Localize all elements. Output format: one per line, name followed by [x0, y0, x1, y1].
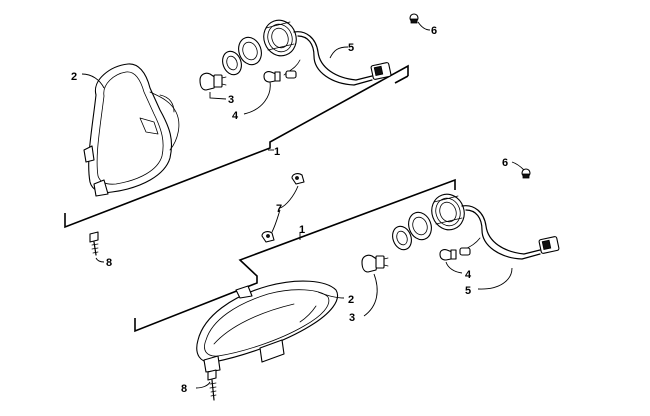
leader-upper-7 [271, 185, 299, 233]
leader-upper-8 [95, 257, 105, 263]
upper-small-bulb-icon [263, 71, 281, 83]
callout-upper-4: 4 [232, 110, 239, 122]
callout-lower-4: 4 [465, 269, 472, 281]
leader-lower-8 [195, 381, 211, 389]
upper-bulb-icon [199, 72, 227, 91]
upper-headlight-group: 2 3 4 5 6 7 8 1 [64, 13, 437, 269]
callout-lower-3: 3 [349, 312, 355, 324]
callout-upper-2: 2 [71, 71, 77, 83]
leader-lower-4 [445, 261, 463, 274]
leader-upper-6 [417, 21, 431, 31]
lower-screw-8-icon [207, 369, 217, 401]
callout-lower-1: 1 [299, 224, 305, 236]
lower-wire-harness-icon [459, 205, 560, 260]
lower-headlight-housing-icon [196, 280, 338, 373]
callout-lower-5: 5 [465, 285, 471, 297]
callout-7: 7 [276, 203, 282, 215]
callout-upper-5: 5 [348, 42, 354, 54]
callout-upper-1: 1 [274, 146, 280, 158]
upper-assembly-bracket [64, 64, 409, 229]
lower-socket-rings-icon [392, 193, 465, 251]
leader-upper-2 [81, 73, 105, 89]
lower-screw-6-icon [521, 168, 531, 179]
callout-upper-6: 6 [431, 25, 437, 37]
leader-upper-3 [209, 92, 227, 100]
callout-upper-3: 3 [228, 94, 234, 106]
upper-bracket-end [394, 75, 409, 84]
leader-lower-5 [477, 267, 513, 290]
leader-lower-3 [363, 273, 378, 317]
leader-upper-4 [243, 81, 271, 115]
lower-assembly-bracket [134, 178, 456, 333]
upper-socket-rings-icon [222, 19, 297, 76]
callout-lower-2: 2 [348, 294, 354, 306]
upper-headlight-housing-icon [83, 63, 180, 197]
upper-wire-harness-icon [283, 31, 392, 86]
upper-screw-8-icon [89, 231, 99, 256]
leader-lower-2 [317, 291, 345, 299]
lower-bulb-icon [361, 254, 389, 273]
clip-7-icon [261, 173, 305, 243]
callout-lower-8: 8 [181, 383, 187, 395]
leader-upper-5 [329, 46, 349, 59]
upper-screw-6-icon [409, 13, 419, 24]
callout-lower-6: 6 [502, 157, 508, 169]
lower-small-bulb-icon [439, 249, 457, 261]
lower-headlight-group: 1 2 3 4 5 6 8 [134, 157, 560, 401]
leader-lower-6 [511, 161, 525, 171]
callout-upper-8: 8 [106, 257, 112, 269]
